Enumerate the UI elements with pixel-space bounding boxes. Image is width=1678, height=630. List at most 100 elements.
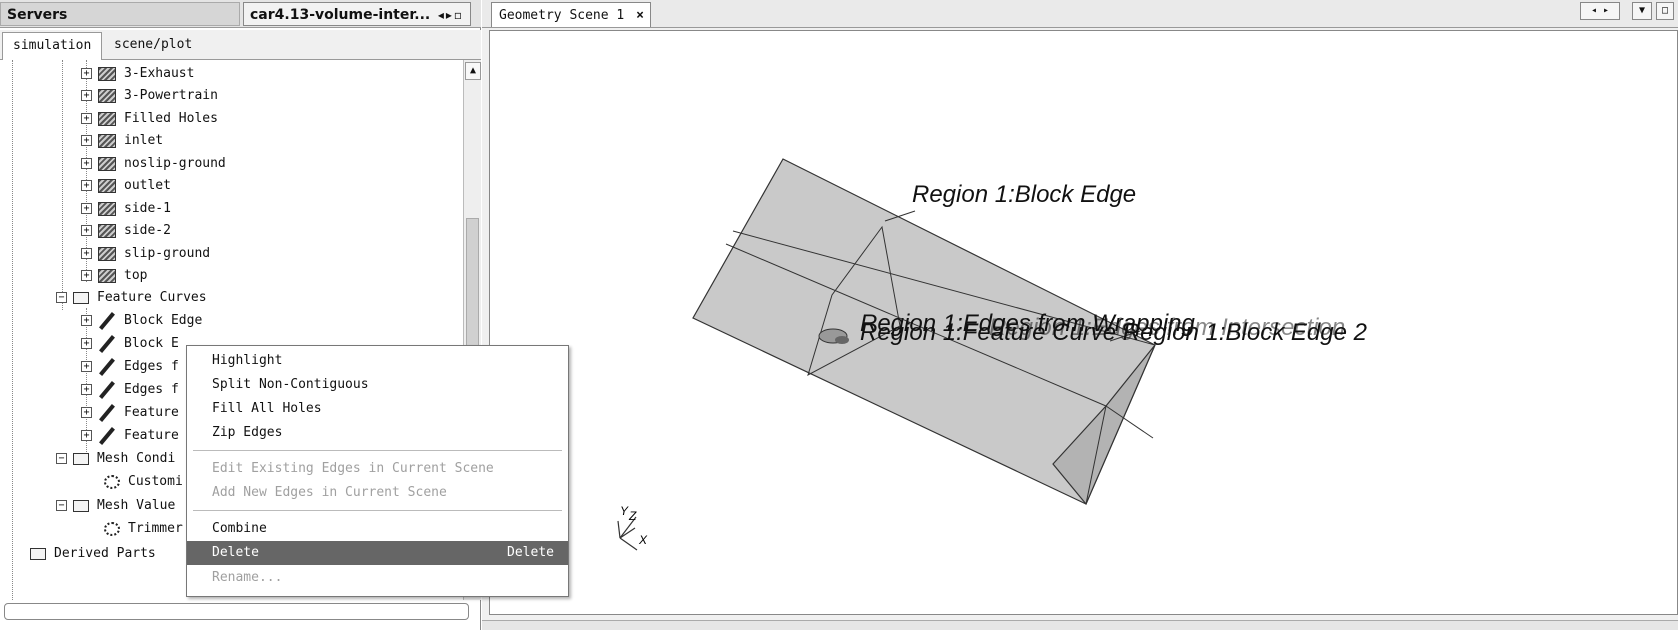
menu-separator	[193, 450, 562, 451]
collapse-icon[interactable]: −	[56, 500, 67, 511]
expand-icon[interactable]: +	[81, 225, 92, 236]
tab-geometry-scene-1[interactable]: Geometry Scene 1 ×	[491, 2, 651, 27]
expand-icon[interactable]: +	[81, 68, 92, 79]
expand-icon[interactable]: +	[81, 180, 92, 191]
menu-item-zip-edges[interactable]: Zip Edges	[212, 425, 283, 440]
expand-icon[interactable]: +	[81, 90, 92, 101]
tree-item-edges-from-intersection[interactable]: +Edges f	[81, 356, 179, 378]
block-edge-line	[732, 230, 1156, 346]
bottom-status-strip	[482, 620, 1678, 630]
close-icon[interactable]: ×	[636, 8, 644, 23]
left-panel: Servers car4.13-volume-inter... ◂▸▫ simu…	[0, 0, 481, 630]
scene-tab-bar: Geometry Scene 1 × ◂ ▸ ▼ □	[482, 0, 1678, 28]
tree-item-side-1[interactable]: +side-1	[81, 198, 171, 220]
section-plane	[807, 225, 901, 377]
tab-simulation[interactable]: simulation	[2, 32, 102, 60]
tree-item-inlet[interactable]: + inlet	[81, 130, 163, 152]
menu-item-delete[interactable]: Delete Delete	[187, 541, 568, 565]
expand-icon[interactable]: +	[81, 113, 92, 124]
scene-canvas: Region 1:Block Edge Region 1:Edges from …	[617, 158, 1367, 551]
expand-icon[interactable]: +	[81, 270, 92, 281]
tree-item-label: Trimmer	[128, 521, 183, 536]
tree-item-mesh-values[interactable]: − Mesh Value	[56, 495, 175, 517]
menu-item-edit-existing-edges: Edit Existing Edges in Current Scene	[212, 461, 494, 476]
tree-item-top[interactable]: + top	[81, 265, 147, 287]
tree-item-feature-curves[interactable]: −Feature Curves	[56, 287, 207, 309]
tree-item-trimmer[interactable]: Trimmer	[104, 518, 183, 540]
expand-icon[interactable]: +	[81, 158, 92, 169]
folder-icon	[73, 452, 89, 465]
label-block-edge: Region 1:Block Edge	[912, 181, 1136, 208]
tree-item-label: Mesh Value	[97, 498, 176, 513]
curve-icon	[98, 359, 116, 375]
tab-servers-label: Servers	[7, 7, 68, 23]
tab-controls-icon[interactable]: ◂▸▫	[437, 8, 464, 22]
tab-geometry-scene-label: Geometry Scene 1	[499, 8, 625, 23]
expand-icon[interactable]: +	[81, 430, 92, 441]
surface-icon	[98, 268, 116, 283]
tab-nav-arrows-icon[interactable]: ◂ ▸	[1580, 2, 1620, 20]
surface-icon	[98, 178, 116, 193]
curve-icon	[98, 405, 116, 421]
expand-icon[interactable]: +	[81, 135, 92, 146]
tab-volume-file[interactable]: car4.13-volume-inter... ◂▸▫	[243, 2, 471, 26]
collapse-icon[interactable]: −	[56, 292, 67, 303]
tree-item-3-powertrain[interactable]: +3-Powertrain	[81, 85, 218, 107]
tab-volume-label: car4.13-volume-inter...	[250, 7, 431, 23]
tree-item-label: top	[124, 268, 148, 283]
tree-item-3-exhaust[interactable]: +3-Exhaust	[81, 63, 194, 85]
maximize-icon[interactable]: □	[1656, 2, 1674, 20]
surface-icon	[98, 156, 116, 171]
dropdown-icon[interactable]: ▼	[1632, 2, 1652, 20]
menu-item-combine[interactable]: Combine	[212, 521, 267, 536]
curve-icon	[98, 336, 116, 352]
menu-item-split-non-contiguous[interactable]: Split Non-Contiguous	[212, 377, 369, 392]
surface-icon	[98, 66, 116, 81]
menu-item-highlight[interactable]: Highlight	[212, 353, 283, 368]
mesh-icon	[104, 521, 120, 536]
axis-z-label: Z	[628, 509, 637, 523]
label-edges-from-wrapping: Region 1:Edges from Wrapping	[860, 310, 1195, 337]
expand-icon[interactable]: +	[81, 407, 92, 418]
leader-line	[1109, 330, 1141, 342]
tree-item-block-edge[interactable]: +Block Edge	[81, 310, 202, 332]
tree-item-outlet[interactable]: +outlet	[81, 175, 171, 197]
tree-item-block-edge-2[interactable]: +Block E	[81, 333, 179, 355]
tree-item-mesh-conditions[interactable]: −Mesh Condi	[56, 448, 175, 470]
expand-icon[interactable]: +	[81, 203, 92, 214]
expand-icon[interactable]: +	[81, 384, 92, 395]
expand-icon[interactable]: +	[81, 315, 92, 326]
tree-item-edges-from-wrapping[interactable]: +Edges f	[81, 379, 179, 401]
tree-guide-line	[12, 60, 13, 600]
tab-scene-plot[interactable]: scene/plot	[114, 37, 193, 52]
tree-item-feature-curve-2[interactable]: +Feature	[81, 425, 179, 447]
scroll-up-arrow-icon[interactable]: ▲	[465, 62, 481, 80]
right-panel: Geometry Scene 1 × ◂ ▸ ▼ □ R	[482, 0, 1678, 630]
tree-item-slip-ground[interactable]: +slip-ground	[81, 243, 210, 265]
tree-item-noslip-ground[interactable]: +noslip-ground	[81, 153, 226, 175]
surface-icon	[98, 223, 116, 238]
tree-item-label: inlet	[124, 133, 164, 148]
tab-servers[interactable]: Servers	[0, 2, 240, 26]
label-feature-curve-block-edge-2: Region 1:Feature Curve Region 1:Block Ed…	[860, 319, 1367, 346]
tree-item-feature-curve[interactable]: +Feature	[81, 402, 179, 424]
folder-icon	[30, 547, 46, 560]
surface-icon	[98, 133, 116, 148]
collapse-icon[interactable]: −	[56, 453, 67, 464]
tree-item-filled-holes[interactable]: +Filled Holes	[81, 108, 218, 130]
expand-icon[interactable]: +	[81, 338, 92, 349]
tree-guide-line	[86, 308, 87, 458]
label-edges-from-intersection: Region 1:Edges from Intersection	[989, 314, 1345, 341]
expand-icon[interactable]: +	[81, 248, 92, 259]
tree-item-label: Customi	[128, 474, 183, 489]
simulation-tree: +3-Exhaust +3-Powertrain +Filled Holes +…	[0, 60, 463, 600]
tree-item-label: side-2	[124, 223, 171, 238]
tree-item-derived-parts[interactable]: Derived Parts	[30, 543, 156, 565]
tree-horizontal-scrollbar[interactable]	[4, 603, 469, 620]
menu-item-fill-all-holes[interactable]: Fill All Holes	[212, 401, 322, 416]
panel-tab-bar: Servers car4.13-volume-inter... ◂▸▫	[0, 0, 481, 28]
geometry-scene-viewport[interactable]: Region 1:Block Edge Region 1:Edges from …	[489, 30, 1678, 615]
tree-item-customize[interactable]: Customi	[104, 471, 183, 493]
expand-icon[interactable]: +	[81, 361, 92, 372]
tree-item-side-2[interactable]: + side-2	[81, 220, 171, 242]
